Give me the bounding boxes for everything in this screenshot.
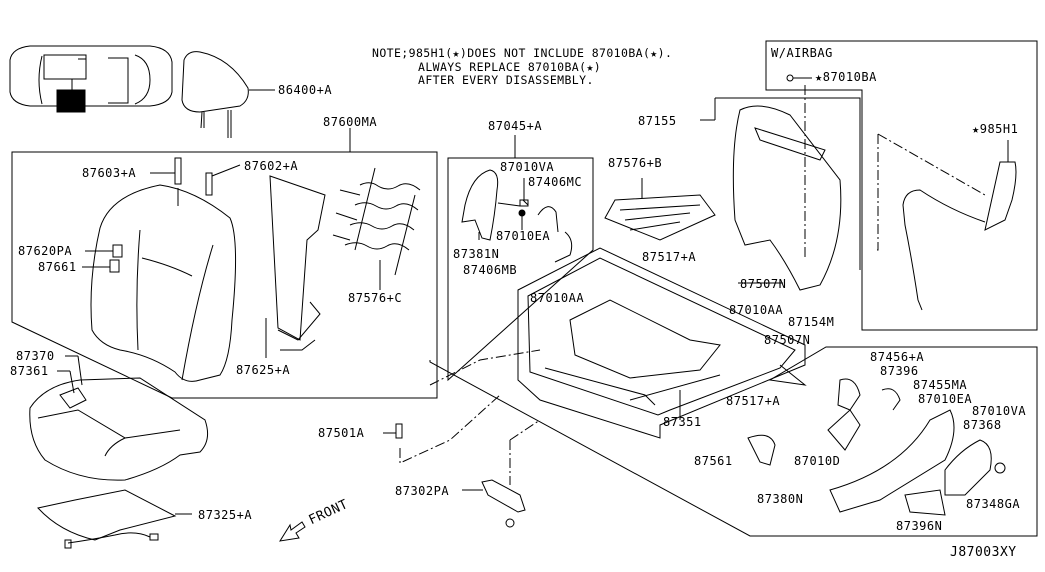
part-label[interactable]: 87603+A xyxy=(82,166,137,180)
diagram-code: J87003XY xyxy=(950,545,1017,560)
part-label[interactable]: 87348GA xyxy=(966,497,1021,511)
part-label[interactable]: 87155 xyxy=(638,114,677,128)
airbag-label-87010BA[interactable]: ★87010BA xyxy=(815,70,877,84)
star-icon: ★ xyxy=(815,70,823,84)
adjuster-box xyxy=(429,247,806,439)
part-label[interactable]: 87507N xyxy=(764,333,811,347)
bracket xyxy=(462,479,526,528)
part-label[interactable]: 87370 xyxy=(16,349,55,363)
note-line-1: NOTE;985H1(★)DOES NOT INCLUDE 87010BA(★)… xyxy=(372,46,673,60)
part-label[interactable]: 87010D xyxy=(794,454,841,468)
back-board xyxy=(265,175,326,358)
part-label[interactable]: 87010AA xyxy=(729,303,784,317)
part-label[interactable]: 87600MA xyxy=(323,115,378,129)
part-label[interactable]: 87620PA xyxy=(18,244,73,258)
spring-mat xyxy=(332,167,421,290)
part-label[interactable]: 87010VA xyxy=(972,404,1027,418)
airbag-label-985H1[interactable]: ★985H1 xyxy=(972,122,1019,136)
part-label[interactable]: 87406MB xyxy=(463,263,518,277)
part-label[interactable]: 87010EA xyxy=(496,229,551,243)
part-label[interactable]: 87501A xyxy=(318,426,365,440)
part-label[interactable]: 86400+A xyxy=(278,83,333,97)
seat-heater xyxy=(37,489,192,549)
seat-frame-springs xyxy=(604,178,716,241)
part-label[interactable]: 87381N xyxy=(453,247,500,261)
vehicle-locator-icon xyxy=(9,45,173,113)
airbag-box-title: W/AIRBAG xyxy=(771,46,833,60)
trim-box xyxy=(429,346,1038,537)
part-label[interactable]: 87302PA xyxy=(395,484,450,498)
seatback-frame xyxy=(700,85,861,291)
seat-side-box xyxy=(447,135,594,382)
part-label[interactable]: 87380N xyxy=(757,492,804,506)
seatback-group-box xyxy=(11,128,438,399)
part-label[interactable]: 87625+A xyxy=(236,363,291,377)
front-arrow-icon xyxy=(278,521,306,542)
part-label[interactable]: 87455MA xyxy=(913,378,968,392)
star-icon: ★ xyxy=(972,122,980,136)
part-label[interactable]: 87368 xyxy=(963,418,1002,432)
part-label[interactable]: 87045+A xyxy=(488,119,543,133)
part-label[interactable]: 87396 xyxy=(880,364,919,378)
part-label[interactable]: 87396N xyxy=(896,519,943,533)
part-label[interactable]: 87661 xyxy=(38,260,77,274)
part-label[interactable]: 87010EA xyxy=(918,392,973,406)
part-label[interactable]: 87561 xyxy=(694,454,733,468)
part-label[interactable]: 87507N xyxy=(740,277,787,291)
airbag-box xyxy=(765,40,1038,331)
part-label[interactable]: 87351 xyxy=(663,415,702,429)
part-label[interactable]: 87576+B xyxy=(608,156,663,170)
part-label[interactable]: 87517+A xyxy=(642,250,697,264)
note-line-3: AFTER EVERY DISASSEMBLY. xyxy=(418,73,594,87)
part-label[interactable]: 87154M xyxy=(788,315,835,329)
part-label[interactable]: 87602+A xyxy=(244,159,299,173)
part-label[interactable]: 87010AA xyxy=(530,291,585,305)
part-label[interactable]: 87517+A xyxy=(726,394,781,408)
part-label[interactable]: 87361 xyxy=(10,364,49,378)
part-label[interactable]: 87576+C xyxy=(348,291,403,305)
seat-cushion xyxy=(29,355,209,481)
part-label[interactable]: 87010VA xyxy=(500,160,555,174)
note-line-2: ALWAYS REPLACE 87010BA(★) xyxy=(418,60,602,74)
part-label[interactable]: 87456+A xyxy=(870,350,925,364)
headrest xyxy=(181,51,275,138)
part-label[interactable]: 87406MC xyxy=(528,175,583,189)
seatback-cushion xyxy=(82,157,241,382)
part-label[interactable]: 87325+A xyxy=(198,508,253,522)
